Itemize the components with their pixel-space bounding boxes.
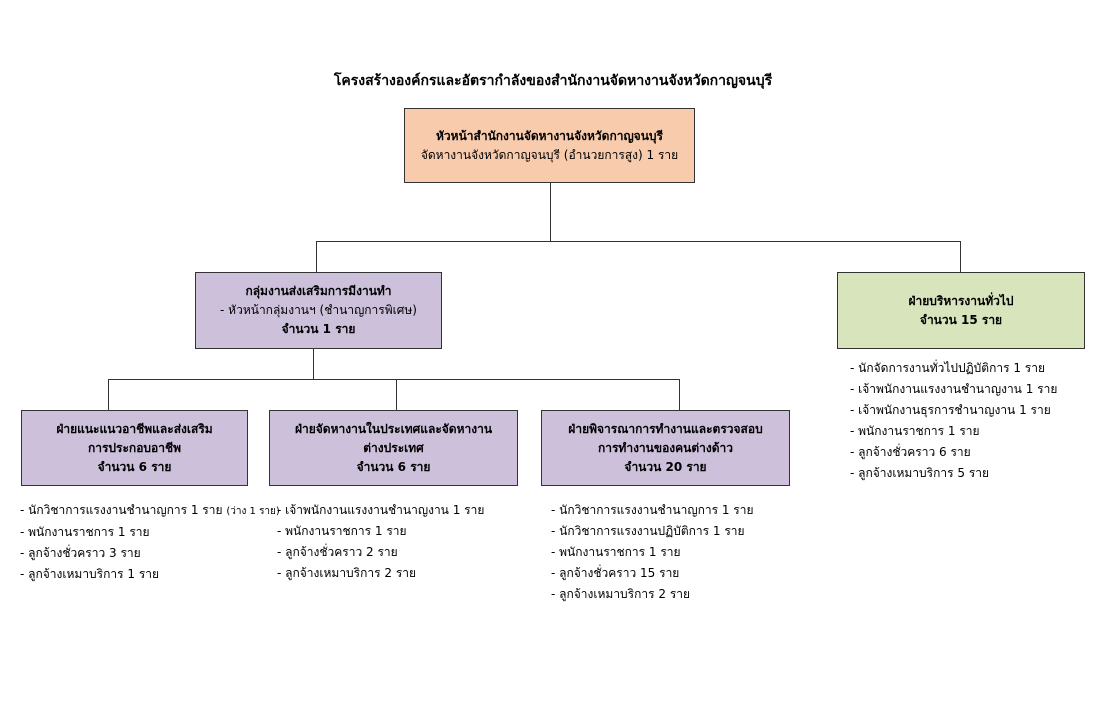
head-position: จัดหางานจังหวัดกาญจนบุรี (อำนวยการสูง) 1… — [420, 147, 679, 162]
foreign-section-box: ฝ่ายพิจารณาการทำงานและตรวจสอบ การทำงานขอ… — [541, 410, 790, 486]
list-item: - นักวิชาการแรงงานชำนาญการ 1 ราย — [551, 503, 754, 517]
list-item-text: - นักวิชาการแรงงานชำนาญการ 1 ราย — [20, 503, 223, 517]
foreign-section-line2: การทำงานของคนต่างด้าว — [597, 440, 734, 455]
connector-line — [550, 182, 551, 242]
guidance-section-line1: ฝ่ายแนะแนวอาชีพและส่งเสริม — [56, 421, 213, 436]
list-item: - ลูกจ้างเหมาบริการ 5 ราย — [850, 466, 990, 480]
list-item: - ลูกจ้างเหมาบริการ 2 ราย — [551, 587, 691, 601]
list-item: - นักวิชาการแรงงานปฏิบัติการ 1 ราย — [551, 524, 745, 538]
list-item: - นักวิชาการแรงงานชำนาญการ 1 ราย (ว่าง 1… — [20, 500, 280, 522]
connector-line — [108, 379, 680, 380]
admin-section-count: จำนวน 15 ราย — [919, 312, 1003, 327]
vacancy-note: (ว่าง 1 ราย) — [226, 506, 280, 517]
guidance-section-line2: การประกอบอาชีพ — [87, 440, 182, 455]
guidance-section-count: จำนวน 6 ราย — [97, 459, 172, 474]
list-item: - เจ้าพนักงานธุรการชำนาญงาน 1 ราย — [850, 403, 1051, 417]
list-item: - ลูกจ้างชั่วคราว 3 ราย — [20, 546, 141, 560]
head-box: หัวหน้าสำนักงานจัดหางานจังหวัดกาญจนบุรี … — [404, 108, 695, 183]
list-item: - พนักงานราชการ 1 ราย — [277, 524, 407, 538]
placement-section-line2: ต่างประเทศ — [363, 440, 424, 455]
guidance-staff-list: - นักวิชาการแรงงานชำนาญการ 1 ราย (ว่าง 1… — [20, 500, 280, 585]
list-item: - ลูกจ้างชั่วคราว 6 ราย — [850, 445, 971, 459]
foreign-section-count: จำนวน 20 ราย — [624, 459, 707, 474]
list-item: - ลูกจ้างชั่วคราว 15 ราย — [551, 566, 680, 580]
list-item: - ลูกจ้างชั่วคราว 2 ราย — [277, 545, 398, 559]
list-item: - ลูกจ้างเหมาบริการ 2 ราย — [277, 566, 417, 580]
placement-section-box: ฝ่ายจัดหางานในประเทศและจัดหางาน ต่างประเ… — [269, 410, 518, 486]
connector-line — [396, 379, 397, 411]
list-item: - พนักงานราชการ 1 ราย — [20, 525, 150, 539]
admin-section-name: ฝ่ายบริหารงานทั่วไป — [908, 293, 1014, 308]
list-item: - พนักงานราชการ 1 ราย — [850, 424, 980, 438]
head-name: หัวหน้าสำนักงานจัดหางานจังหวัดกาญจนบุรี — [436, 128, 663, 143]
list-item: - เจ้าพนักงานแรงงานชำนาญงาน 1 ราย — [850, 382, 1058, 396]
list-item: - พนักงานราชการ 1 ราย — [551, 545, 681, 559]
guidance-section-box: ฝ่ายแนะแนวอาชีพและส่งเสริม การประกอบอาชี… — [21, 410, 248, 486]
connector-line — [679, 379, 680, 411]
connector-line — [316, 241, 961, 242]
list-item: - นักจัดการงานทั่วไปปฏิบัติการ 1 ราย — [850, 361, 1045, 375]
list-item: - เจ้าพนักงานแรงงานชำนาญงาน 1 ราย — [277, 503, 485, 517]
promotion-group-box: กลุ่มงานส่งเสริมการมีงานทำ - หัวหน้ากลุ่… — [195, 272, 442, 349]
placement-section-line1: ฝ่ายจัดหางานในประเทศและจัดหางาน — [294, 421, 493, 436]
connector-line — [960, 241, 961, 273]
list-item: - ลูกจ้างเหมาบริการ 1 ราย — [20, 567, 160, 581]
placement-section-count: จำนวน 6 ราย — [356, 459, 431, 474]
foreign-staff-list: - นักวิชาการแรงงานชำนาญการ 1 ราย - นักวิ… — [551, 500, 754, 605]
connector-line — [108, 379, 109, 411]
promotion-group-count: จำนวน 1 ราย — [281, 322, 356, 336]
foreign-section-line1: ฝ่ายพิจารณาการทำงานและตรวจสอบ — [568, 421, 763, 436]
connector-line — [313, 348, 314, 380]
placement-staff-list: - เจ้าพนักงานแรงงานชำนาญงาน 1 ราย - พนัก… — [277, 500, 484, 584]
promotion-group-head: - หัวหน้ากลุ่มงานฯ (ชำนาญการพิเศษ) — [220, 303, 417, 317]
admin-section-box: ฝ่ายบริหารงานทั่วไป จำนวน 15 ราย — [837, 272, 1085, 349]
admin-staff-list: - นักจัดการงานทั่วไปปฏิบัติการ 1 ราย - เ… — [850, 358, 1057, 484]
promotion-group-name: กลุ่มงานส่งเสริมการมีงานทำ — [245, 284, 392, 298]
connector-line — [316, 241, 317, 273]
chart-title: โครงสร้างองค์กรและอัตรากำลังของสำนักงานจ… — [333, 73, 773, 89]
